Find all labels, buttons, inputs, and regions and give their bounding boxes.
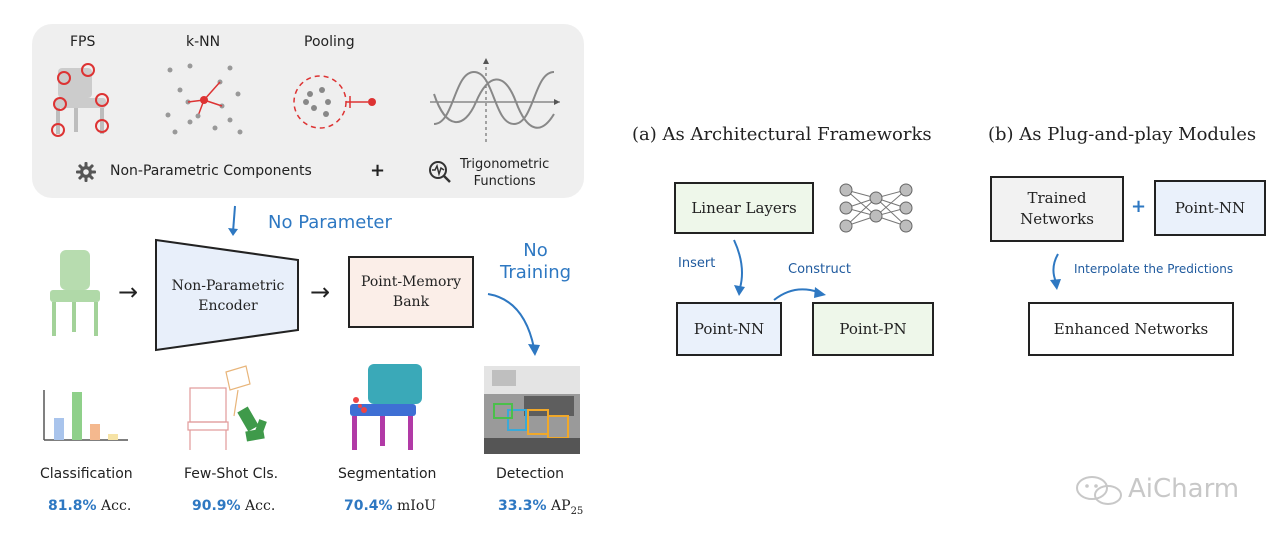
detection-score: 33.3% bbox=[498, 498, 547, 514]
point-pn-box: Point-PN bbox=[812, 302, 934, 356]
input-chair-pointcloud bbox=[50, 250, 100, 336]
task-classification-name: Classification bbox=[40, 466, 133, 482]
plus-sign: + bbox=[370, 160, 386, 181]
gear-icon bbox=[76, 162, 96, 182]
neural-network-icon bbox=[839, 183, 913, 233]
pooling-label: Pooling bbox=[304, 34, 355, 50]
segmentation-metric: mIoU bbox=[397, 498, 437, 514]
insert-arrow bbox=[733, 239, 745, 296]
nonparam-components-label: Non-Parametric Components bbox=[110, 163, 312, 179]
fps-label: FPS bbox=[70, 34, 96, 50]
interpolate-label: Interpolate the Predictions bbox=[1074, 262, 1234, 276]
memory-line1: Point-Memory bbox=[360, 274, 462, 290]
no-parameter-label: No Parameter bbox=[268, 212, 392, 233]
task-segmentation-name: Segmentation bbox=[338, 466, 437, 482]
task-fewshot-result: 90.9% Acc. bbox=[192, 498, 275, 514]
linear-layers-box: Linear Layers bbox=[674, 182, 814, 234]
task-segmentation-result: 70.4% mIoU bbox=[344, 498, 436, 514]
trained-networks-box: Trained Networks bbox=[990, 176, 1124, 242]
knn-illustration bbox=[165, 63, 243, 135]
classification-score: 81.8% bbox=[48, 498, 97, 514]
detection-metric-sub: 25 bbox=[570, 505, 584, 517]
detection-scene-illustration bbox=[484, 366, 580, 454]
pooling-illustration bbox=[293, 75, 376, 129]
detection-metric: AP bbox=[551, 498, 571, 514]
trig-line2: Functions bbox=[473, 174, 536, 189]
components-panel bbox=[32, 24, 584, 198]
no-training-line1: No bbox=[523, 240, 548, 261]
no-training-line2: Training bbox=[500, 262, 572, 283]
trig-functions-label: Trigonometric Functions bbox=[460, 156, 549, 190]
trig-illustration bbox=[430, 58, 560, 142]
encoder-label: Non-Parametric Encoder bbox=[158, 276, 298, 316]
fps-chair-illustration bbox=[51, 63, 109, 137]
encoder-line2: Encoder bbox=[198, 298, 258, 314]
arrow-input-encoder: → bbox=[118, 278, 139, 306]
classification-bar-illustration bbox=[43, 390, 128, 441]
watermark-text: AiCharm bbox=[1128, 474, 1240, 504]
plugplay-point-nn-box: Point-NN bbox=[1154, 180, 1266, 236]
trig-line1: Trigonometric bbox=[460, 157, 550, 172]
memory-line2: Bank bbox=[392, 294, 430, 310]
fewshot-metric: Acc. bbox=[245, 498, 276, 514]
task-detection-result: 33.3% AP25 bbox=[498, 498, 583, 517]
classification-metric: Acc. bbox=[101, 498, 132, 514]
trained-line2: Networks bbox=[1020, 210, 1094, 228]
segmentation-score: 70.4% bbox=[344, 498, 393, 514]
task-classification-result: 81.8% Acc. bbox=[48, 498, 131, 514]
point-memory-bank-box: Point-Memory Bank bbox=[348, 256, 474, 328]
segmentation-chair-illustration bbox=[350, 364, 422, 450]
task-detection-name: Detection bbox=[496, 466, 565, 482]
plugplay-plus: + bbox=[1131, 196, 1147, 217]
knn-label: k-NN bbox=[186, 34, 221, 50]
curved-arrow-to-detection bbox=[487, 293, 540, 356]
plugplay-title: (b) As Plug-and-play Modules bbox=[988, 124, 1257, 145]
frameworks-title: (a) As Architectural Frameworks bbox=[632, 124, 932, 145]
point-nn-box: Point-NN bbox=[676, 302, 782, 356]
arrow-encoder-memory: → bbox=[310, 278, 331, 306]
few-shot-illustration bbox=[187, 365, 267, 450]
encoder-shape bbox=[155, 238, 299, 352]
construct-arrow bbox=[773, 287, 826, 301]
construct-label: Construct bbox=[788, 262, 851, 277]
no-training-label: No Training bbox=[500, 240, 571, 284]
down-arrow-icon bbox=[228, 205, 238, 236]
interpolate-arrow bbox=[1050, 253, 1061, 290]
fewshot-score: 90.9% bbox=[192, 498, 241, 514]
task-fewshot-name: Few-Shot Cls. bbox=[184, 466, 279, 482]
encoder-line1: Non-Parametric bbox=[171, 278, 285, 294]
waveform-search-icon bbox=[429, 161, 451, 183]
trained-line1: Trained bbox=[1027, 189, 1087, 207]
insert-label: Insert bbox=[678, 256, 716, 271]
wechat-logo-icon bbox=[1076, 476, 1122, 505]
enhanced-networks-box: Enhanced Networks bbox=[1028, 302, 1234, 356]
